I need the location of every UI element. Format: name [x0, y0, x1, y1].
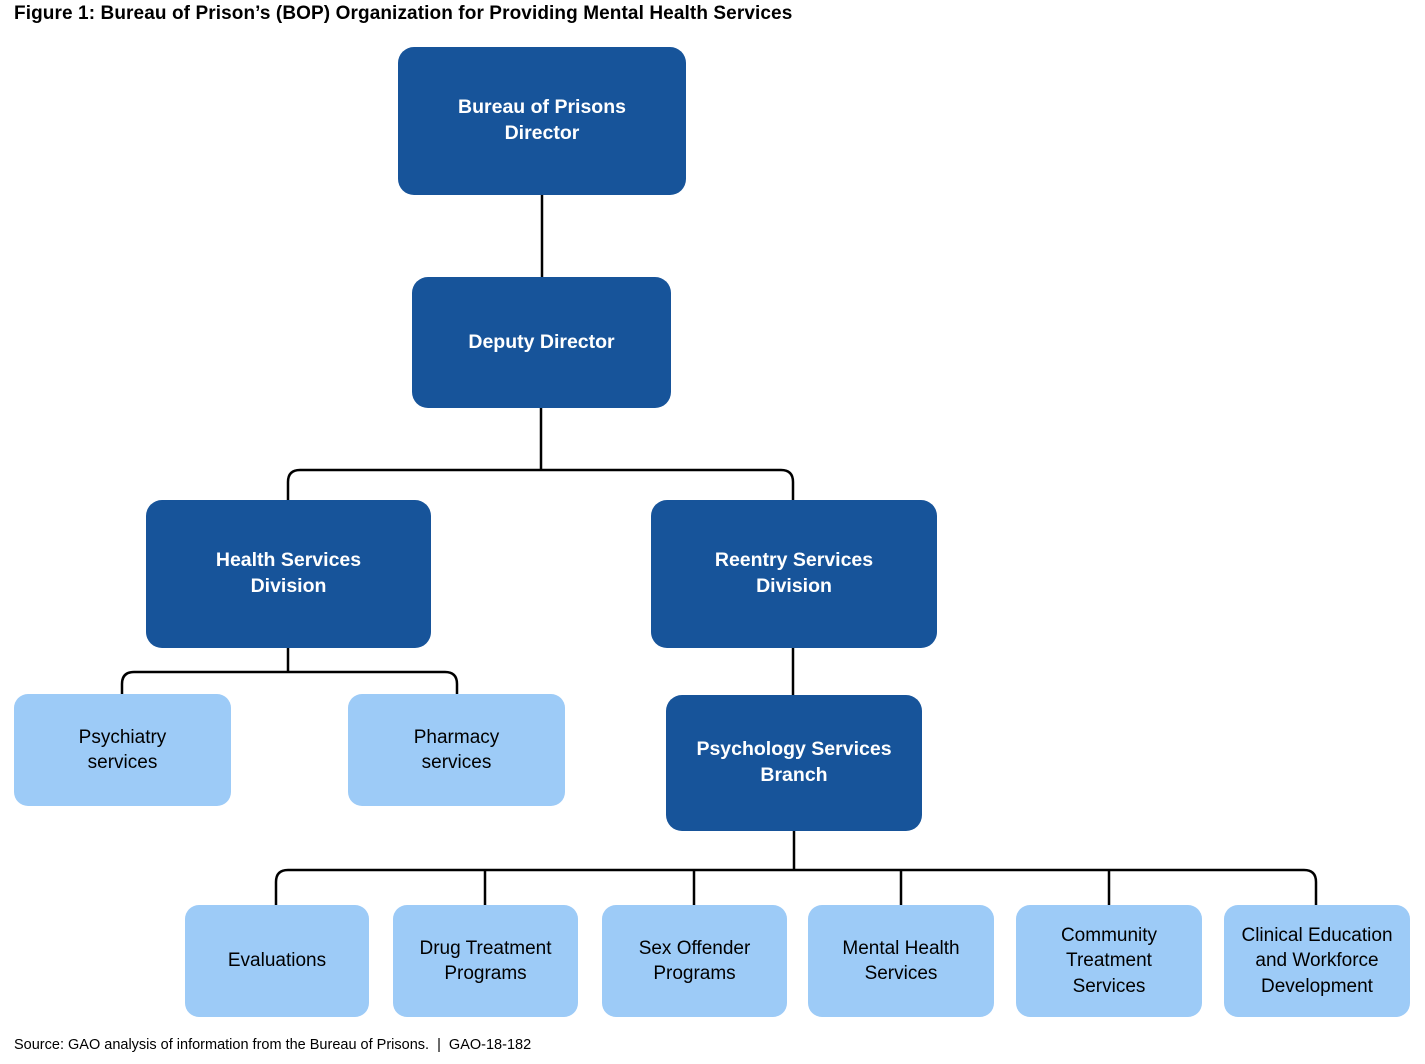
node-sex-offender-programs: Sex Offender Programs — [602, 905, 787, 1017]
node-pharmacy-services: Pharmacy services — [348, 694, 565, 806]
connector-health-children — [120, 648, 459, 694]
node-clinical-education-and-workforce-development: Clinical Education and Workforce Develop… — [1224, 905, 1410, 1017]
node-health-services-division: Health Services Division — [146, 500, 431, 648]
figure-title: Figure 1: Bureau of Prison’s (BOP) Organ… — [14, 3, 793, 24]
node-bureau-of-prisons-director: Bureau of Prisons Director — [398, 47, 686, 195]
connector-deputy-divisions — [286, 408, 795, 500]
node-reentry-services-division: Reentry Services Division — [651, 500, 937, 648]
source-note: Source: GAO analysis of information from… — [14, 1037, 532, 1053]
node-psychology-services-branch: Psychology Services Branch — [666, 695, 922, 831]
node-evaluations: Evaluations — [185, 905, 369, 1017]
node-deputy-director: Deputy Director — [412, 277, 671, 408]
node-drug-treatment-programs: Drug Treatment Programs — [393, 905, 578, 1017]
node-mental-health-services: Mental Health Services — [808, 905, 994, 1017]
node-community-treatment-services: Community Treatment Services — [1016, 905, 1202, 1017]
connector-psychology-children — [274, 831, 1318, 905]
node-psychiatry-services: Psychiatry services — [14, 694, 231, 806]
